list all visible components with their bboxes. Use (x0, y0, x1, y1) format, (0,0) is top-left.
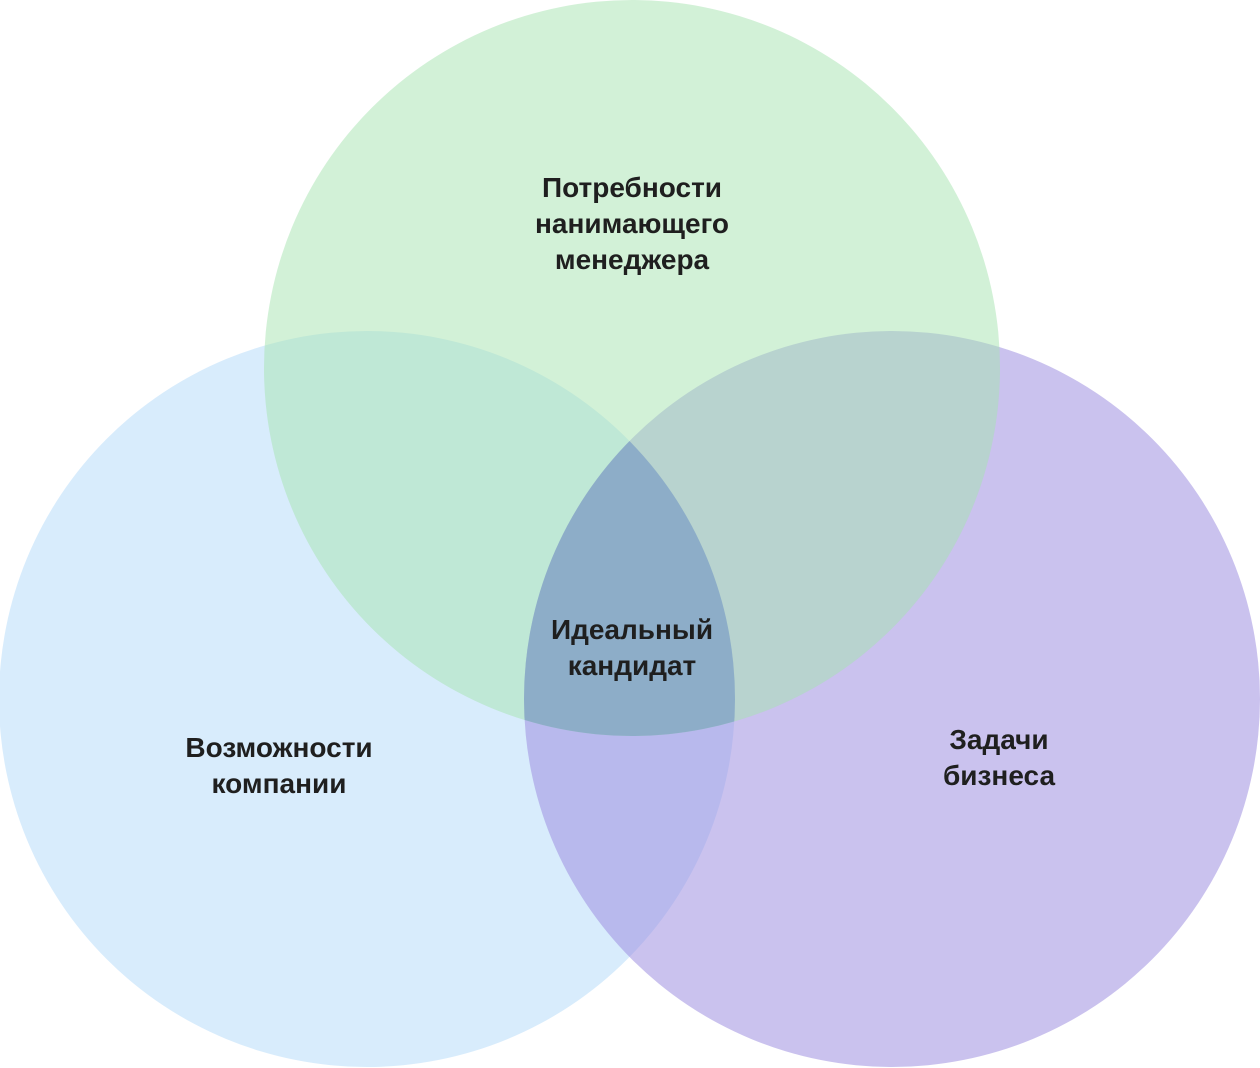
label-company-line-1: Возможности (185, 732, 373, 763)
label-ideal-line-2: кандидат (567, 650, 697, 681)
label-business-tasks: Задачи бизнеса (943, 722, 1055, 794)
label-manager-line-2: нанимающего (534, 208, 730, 239)
circle-manager (264, 0, 1000, 736)
label-manager-line-1: Потребности (542, 172, 722, 203)
label-company-capabilities: Возможности компании (185, 730, 372, 802)
label-ideal-line-1: Идеальный (550, 614, 714, 645)
label-manager-line-3: менеджера (554, 244, 710, 275)
label-ideal-candidate: Идеальный кандидат (551, 612, 713, 684)
label-manager-needs: Потребности нанимающего менеджера (535, 170, 729, 278)
label-company-line-2: компании (211, 768, 347, 799)
label-business-line-1: Задачи (949, 724, 1049, 755)
label-business-line-2: бизнеса (942, 760, 1056, 791)
